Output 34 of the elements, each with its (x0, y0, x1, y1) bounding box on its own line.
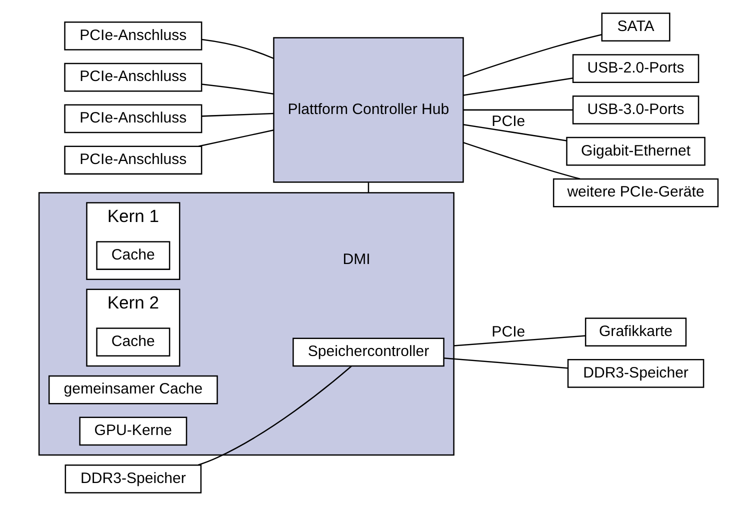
node-box: PCIe-Anschluss (64, 62, 202, 92)
connector (198, 130, 274, 147)
node-box: PCIe-Anschluss (64, 146, 202, 175)
node-box: USB-2.0-Ports (572, 54, 699, 83)
cluster (38, 192, 454, 456)
connector (462, 78, 572, 96)
connector (201, 38, 274, 59)
node-box: PCIe-Anschluss (64, 21, 202, 50)
node-box: Cache (96, 241, 170, 270)
connector (462, 124, 566, 142)
connector (201, 112, 274, 117)
node-box: gemeinsamer Cache (48, 375, 218, 404)
node-box: Gigabit-Ethernet (566, 136, 705, 166)
edge-label: DMI (342, 251, 370, 268)
connector (462, 34, 602, 77)
connector (443, 357, 568, 369)
connector (197, 366, 352, 466)
node-box: weitere PCIe-Geräte (552, 178, 718, 208)
connector (453, 335, 586, 346)
edge-label: PCIe (491, 112, 525, 130)
edge-label: PCIe (491, 324, 525, 341)
node-box: Cache (96, 328, 170, 357)
node-box: DDR3-Speicher (64, 464, 202, 494)
connector (462, 109, 572, 111)
node-box: DDR3-Speicher (566, 359, 704, 388)
node-box: SATA (600, 12, 670, 42)
node-box: Grafikkarte (584, 318, 686, 346)
node-box: PCIe-Anschluss (64, 104, 202, 134)
node-box: Speichercontroller (292, 338, 444, 367)
node-box: GPU-Kerne (78, 416, 187, 446)
node-box: Plattform Controller Hub (272, 37, 464, 183)
connector (201, 84, 274, 94)
connector (367, 182, 369, 193)
node-box: USB-3.0-Ports (572, 96, 699, 124)
